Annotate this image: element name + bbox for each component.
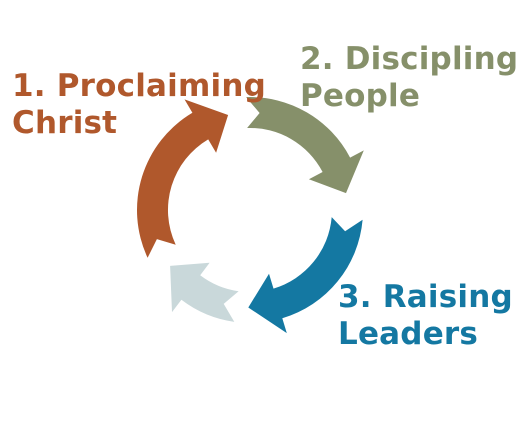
step-3-line-1: 3. Raising [338,279,513,315]
step-2-line-2: People [300,78,421,114]
step-2-label: 2. Discipling People [300,41,518,115]
step-3-line-2: Leaders [338,316,479,352]
arrow-2-discipling [246,97,364,194]
step-2-line-1: 2. Discipling [300,41,518,77]
arrow-1-proclaiming [137,99,229,258]
cycle-diagram [137,97,364,334]
step-3-label: 3. Raising Leaders [338,279,513,353]
step-1-label: 1. Proclaiming Christ [12,68,266,142]
step-1-line-2: Christ [12,105,118,141]
arrow-4-return [170,262,239,322]
arrow-3-raising [248,217,363,334]
step-1-line-1: 1. Proclaiming [12,68,266,104]
